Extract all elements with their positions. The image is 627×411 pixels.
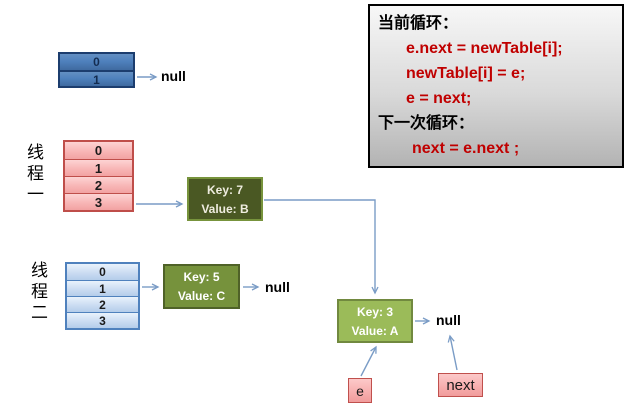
null-label-key5: null [265, 279, 290, 295]
new-table-cell-1: 1 [60, 70, 133, 87]
code-line-e-assign: e = next; [406, 90, 472, 107]
node-key7-value: Value: B [201, 202, 249, 216]
node-key7-key: Key: 7 [206, 183, 244, 197]
code-panel: 当前循环： e.next = newTable[i]; newTable[i] … [368, 4, 624, 168]
node-key3-key: Key: 3 [356, 305, 394, 319]
code-line-next-assign: next = e.next ; [412, 140, 520, 157]
node-key7: Key: 7 Value: B [187, 177, 263, 221]
thread2-cell-3: 3 [67, 312, 138, 328]
thread1-cell-2: 2 [65, 176, 132, 193]
node-key5: Key: 5 Value: C [163, 264, 240, 309]
arrow-e-to-key3 [360, 345, 377, 377]
pointer-next-label: next [446, 376, 475, 394]
null-label-newtable: null [161, 68, 186, 84]
node-key3-value: Value: A [351, 324, 399, 338]
thread2-cell-1: 1 [67, 280, 138, 296]
node-key5-value: Value: C [177, 289, 226, 303]
arrow-next-to-null [447, 334, 458, 371]
new-table-cell-0: 0 [60, 54, 133, 70]
node-key3: Key: 3 Value: A [337, 299, 413, 343]
thread2-cell-2: 2 [67, 296, 138, 312]
code-next-loop-label: 下一次循环： [378, 115, 475, 132]
new-table: 0 1 [58, 52, 135, 88]
thread1-cell-3: 3 [65, 193, 132, 210]
thread2-cell-0: 0 [67, 264, 138, 280]
code-line-newtable-assign: newTable[i] = e; [406, 65, 526, 82]
thread2-hash-table: 0 1 2 3 [65, 262, 140, 330]
thread2-label: 线程二 [28, 261, 47, 324]
code-line-enext-assign: e.next = newTable[i]; [406, 40, 563, 57]
thread1-cell-0: 0 [65, 142, 132, 159]
thread1-hash-table: 0 1 2 3 [63, 140, 134, 212]
pointer-e: e [348, 378, 372, 403]
thread1-label: 线程一 [24, 143, 43, 206]
null-label-key3: null [436, 312, 461, 328]
thread1-cell-1: 1 [65, 159, 132, 176]
pointer-e-label: e [356, 382, 364, 399]
pointer-next: next [438, 373, 483, 397]
code-current-loop-label: 当前循环： [378, 15, 459, 32]
node-key5-key: Key: 5 [183, 270, 220, 284]
